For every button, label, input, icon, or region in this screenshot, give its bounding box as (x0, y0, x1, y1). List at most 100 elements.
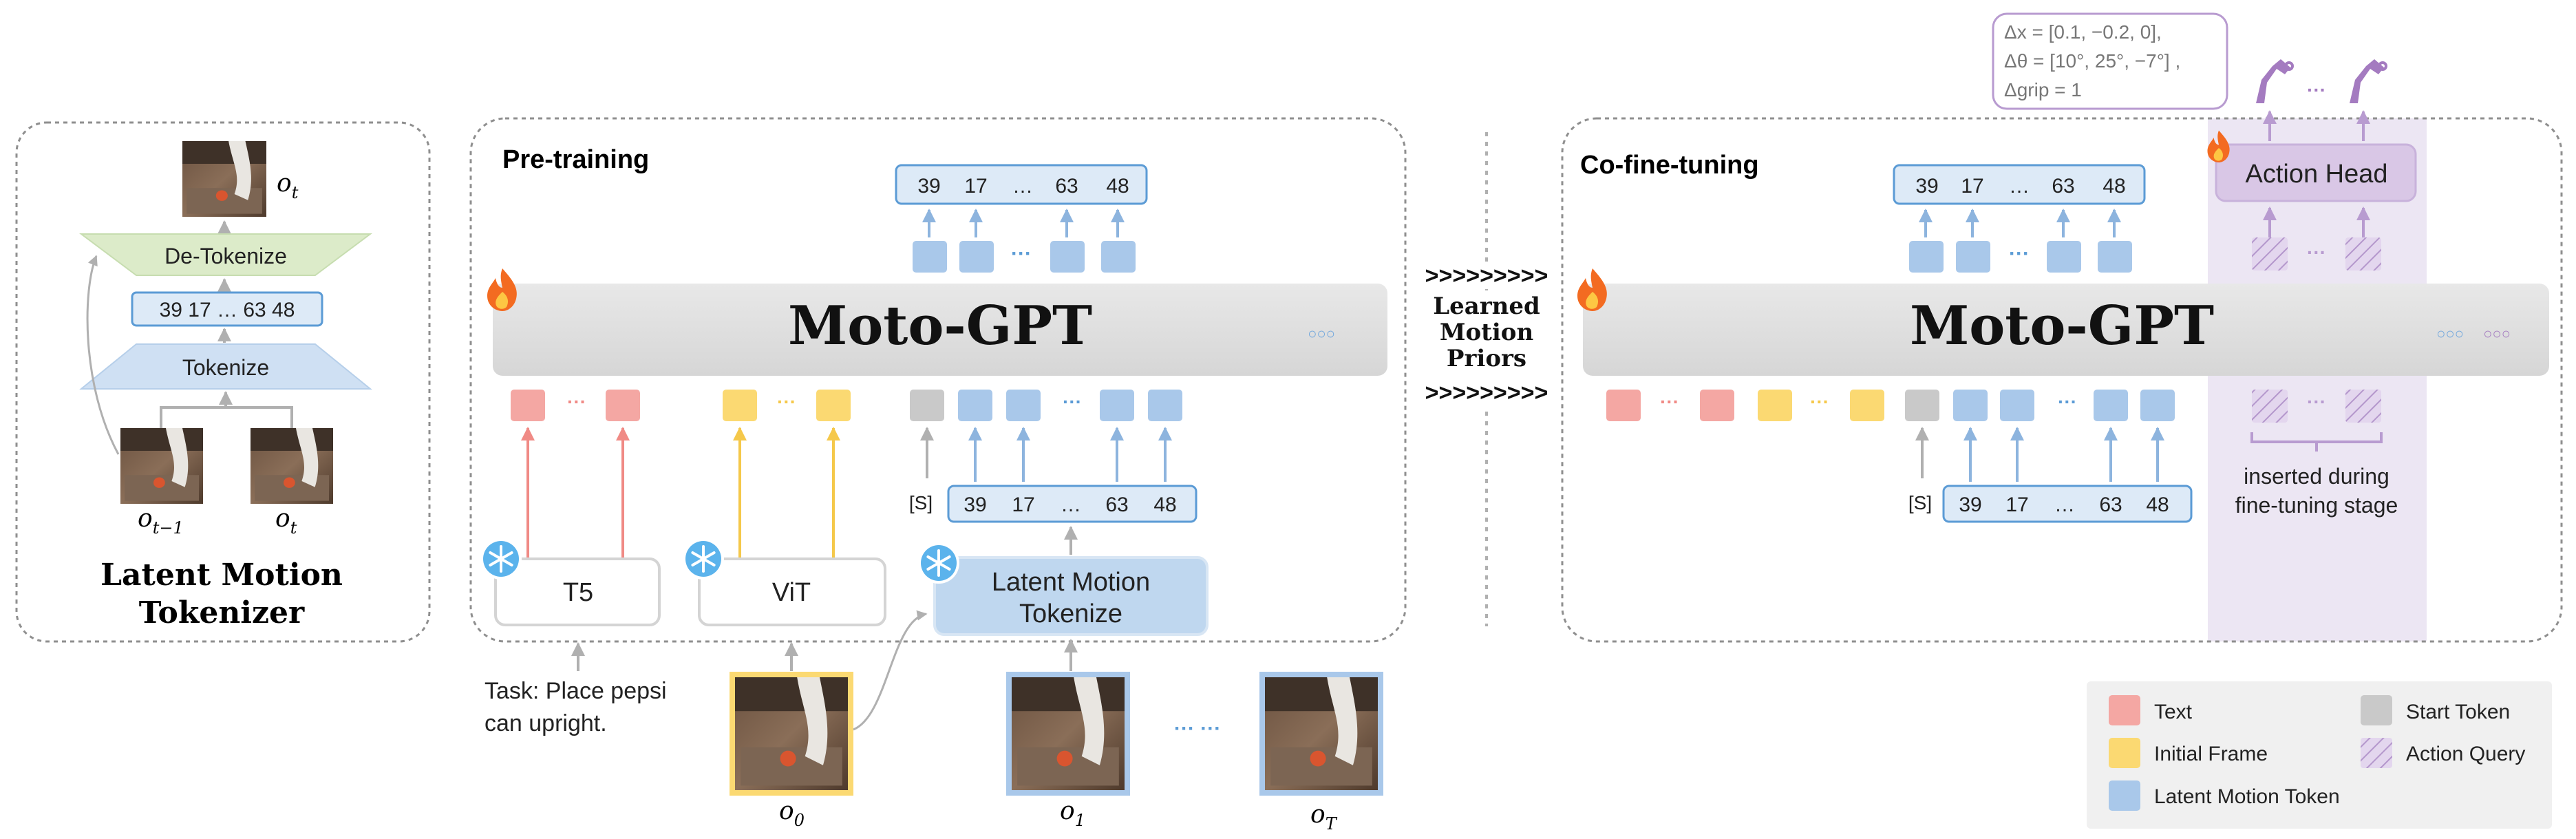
inserted-line2: fine-tuning stage (2235, 493, 2398, 518)
cofinetune-start-marker: [S] (1908, 492, 1932, 513)
action-query-output-block (2252, 237, 2288, 270)
frame-token-block (1758, 390, 1792, 421)
priors-line2: Motion (1440, 319, 1533, 346)
motion-token-block (958, 390, 992, 421)
pretrain-in-token-3: … (1061, 493, 1081, 516)
pretrain-start-marker: [S] (909, 492, 933, 513)
frame-prev-label: ot−1 (138, 505, 184, 538)
text-token-ellipsis: ··· (1660, 391, 1679, 412)
latent-motion-tokenize-block (933, 556, 1209, 636)
legend-text-label: Text (2154, 701, 2193, 723)
legend-frame-label: Initial Frame (2154, 743, 2268, 765)
trainable-flame-icon (1577, 268, 1607, 311)
pretrain-panel: Pre-training 39 17 … 63 48 ··· Moto-GPT (469, 117, 1407, 833)
arrows-top: >>>>>>>>> (1425, 263, 1548, 289)
lmt-label-line2: Tokenize (1019, 599, 1122, 628)
action-query-output-block (2345, 237, 2381, 270)
frame-token-ellipsis: ··· (1810, 391, 1829, 412)
action-query-input-ellipsis: ··· (2307, 391, 2326, 412)
legend-motion-swatch (2109, 780, 2140, 811)
motion-token-block (1006, 390, 1041, 421)
legend-box (2087, 681, 2552, 829)
pretrain-output-token-block (913, 241, 947, 273)
cofinetune-output-token-block (2047, 241, 2081, 273)
frames-ellipsis: ··· ··· (1174, 717, 1221, 740)
start-token-block (910, 390, 944, 421)
motion-token-block (2140, 390, 2175, 421)
text-token-block (1606, 390, 1641, 421)
legend-text-swatch (2109, 695, 2140, 725)
inserted-brace (2250, 432, 2383, 452)
cofinetune-in-token-1: 39 (1959, 493, 1981, 516)
frame1-label: o1 (1060, 797, 1085, 830)
trainable-flame-icon (487, 268, 517, 311)
cofinetune-blue-dots: ○○○ (2436, 325, 2464, 342)
tokenizer-token-sequence (131, 291, 323, 327)
text-token-block (511, 390, 545, 421)
action-query-input-block (2252, 390, 2288, 423)
pretrain-in-token-1: 39 (964, 493, 986, 516)
action-line3: Δgrip = 1 (2004, 79, 2082, 100)
cofinetune-output-token-block (2098, 241, 2132, 273)
detokenize-label: De-Tokenize (164, 244, 287, 268)
pretrain-out-token-2: 17 (964, 175, 987, 198)
action-head-block (2215, 143, 2417, 202)
action-head-label: Action Head (2245, 160, 2387, 189)
motion-token-block (1953, 390, 1988, 421)
cofinetune-out-token-3: … (2009, 175, 2030, 198)
arrows-bottom: >>>>>>>>> (1425, 380, 1548, 406)
text-token-block (1700, 390, 1734, 421)
frame-token-block (816, 390, 851, 421)
pretrain-out-token-3: … (1012, 175, 1033, 198)
cofinetune-in-token-4: 63 (2099, 493, 2122, 516)
robot-arm-ellipsis: ··· (2307, 79, 2326, 100)
cofinetune-panel: Co-fine-tuning 39 17 … 63 48 ··· Action … (1561, 12, 2563, 643)
legend-start-label: Start Token (2406, 701, 2510, 723)
tokenizer-token-text: 39 17 … 63 48 (160, 299, 295, 321)
cofinetune-output-ellipsis: ··· (2009, 242, 2030, 265)
text-token-ellipsis: ··· (567, 391, 586, 412)
legend-query-label: Action Query (2406, 743, 2525, 765)
pretrain-output-token-block (1101, 241, 1136, 273)
pretrain-title: Pre-training (502, 145, 649, 174)
lmt-label-line1: Latent Motion (992, 568, 1150, 597)
tokenize-block (79, 343, 372, 390)
motion-token-block (1100, 390, 1134, 421)
pretrain-out-token-1: 39 (917, 175, 940, 198)
pretrain-in-token-2: 17 (1012, 493, 1034, 516)
frame-cur-image (251, 428, 333, 504)
pretrain-output-sequence (895, 164, 1148, 205)
detokenize-block (79, 233, 372, 276)
frameT-image (1265, 677, 1378, 790)
robot-arm-icon (2348, 58, 2387, 105)
pretrain-moto-gpt-label: Moto-GPT (788, 295, 1092, 357)
vit-label: ViT (772, 578, 811, 607)
priors-line1: Learned (1433, 293, 1540, 320)
priors-line3: Priors (1447, 345, 1526, 372)
frame-cur-label: ot (275, 505, 297, 538)
motion-token-block (2000, 390, 2034, 421)
action-line2: Δθ = [10°, 25°, −7°] , (2004, 50, 2180, 72)
tokenize-label: Tokenize (182, 355, 269, 380)
cofinetune-input-sequence (1942, 485, 2193, 523)
frame-token-block (1850, 390, 1884, 421)
learned-motion-priors: >>>>>>>>> Learned Motion Priors >>>>>>>>… (1414, 132, 1560, 626)
frozen-snowflake-icon (681, 537, 725, 581)
frame-token-block (723, 390, 757, 421)
cofinetune-in-token-5: 48 (2146, 493, 2169, 516)
cofinetune-out-token-4: 63 (2052, 175, 2074, 198)
legend-frame-swatch (2109, 738, 2140, 768)
cofinetune-output-token-block (1956, 241, 1990, 273)
text-token-block (606, 390, 640, 421)
cofinetune-panel-border (1561, 117, 2563, 643)
task-text-line1: Task: Place pepsi (485, 678, 667, 704)
frozen-snowflake-icon (917, 541, 961, 585)
tokenizer-title-line1: Latent Motion (100, 557, 343, 593)
action-query-output-ellipsis: ··· (2307, 242, 2326, 263)
start-token-block (1905, 390, 1939, 421)
action-vector-bubble (1992, 12, 2228, 110)
cofinetune-out-token-1: 39 (1915, 175, 1938, 198)
tokenizer-panel: ot De-Tokenize 39 17 … 63 48 Tokenize ot… (15, 121, 431, 643)
legend: Text Start Token Initial Frame Action Qu… (2087, 681, 2552, 829)
pretrain-out-token-5: 48 (1106, 175, 1129, 198)
